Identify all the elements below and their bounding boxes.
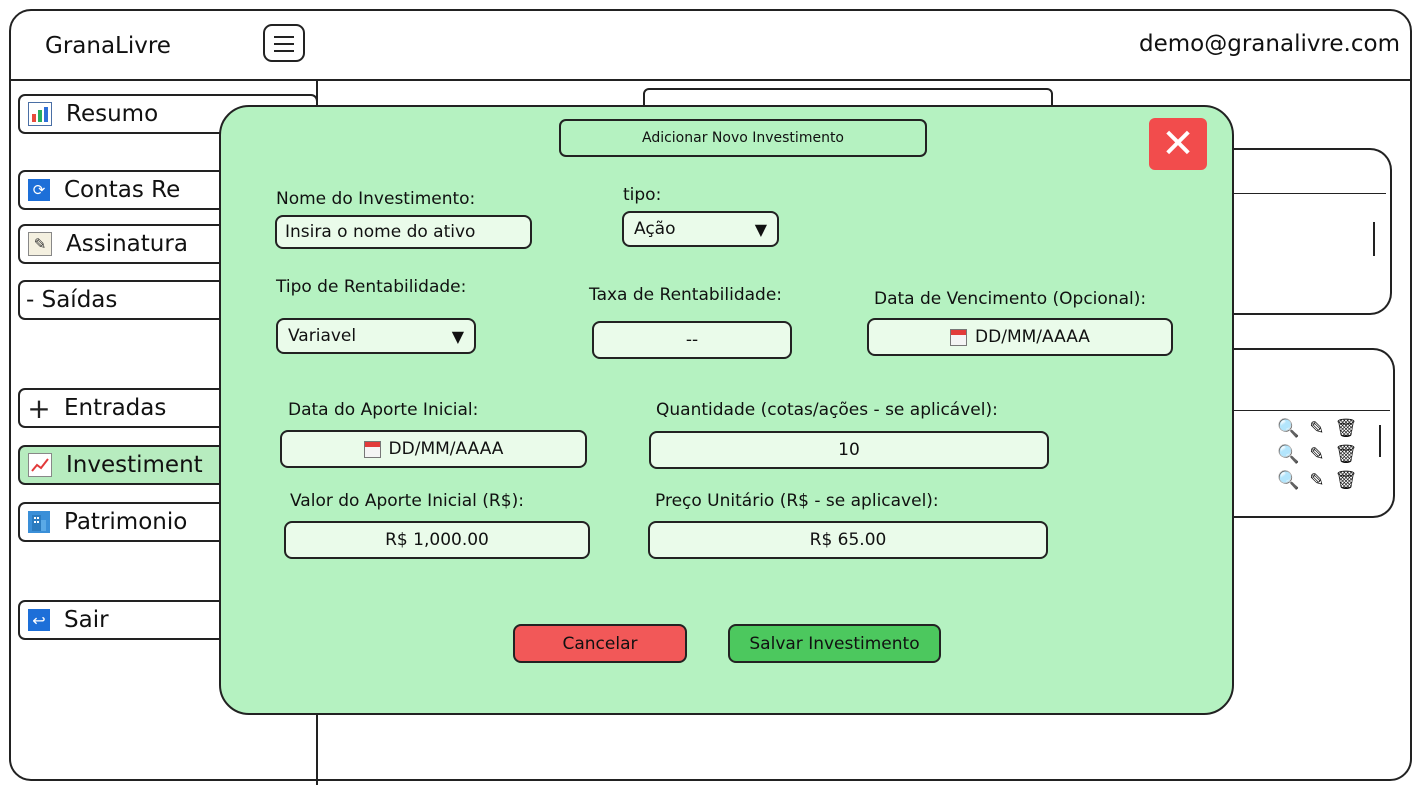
save-investment-button[interactable]: Salvar Investimento: [728, 624, 941, 663]
sidebar-item-label: Resumo: [66, 101, 159, 127]
search-icon[interactable]: 🔍: [1277, 418, 1300, 439]
edit-icon[interactable]: ✎: [1309, 470, 1325, 491]
close-icon: ✕: [1161, 121, 1195, 167]
summary-card-divider: [1234, 193, 1386, 194]
sidebar-item-label: Assinatura: [66, 231, 188, 257]
name-label: Nome do Investimento:: [276, 189, 476, 209]
initial-value-input[interactable]: R$ 1,000.00: [284, 521, 590, 559]
yield-type-label: Tipo de Rentabilidade:: [276, 277, 467, 297]
table-row: 🔍 ✎ 🗑: [1277, 470, 1357, 491]
bar-chart-icon: [28, 102, 52, 126]
sidebar-item-label: Patrimonio: [64, 509, 188, 535]
summary-scrollbar[interactable]: [1373, 222, 1375, 256]
cancel-button[interactable]: Cancelar: [513, 624, 687, 663]
initial-date-input[interactable]: DD/MM/AAAA: [280, 430, 587, 468]
calendar-icon: [363, 440, 381, 458]
add-investment-modal: Adicionar Novo Investimento ✕ Nome do In…: [219, 105, 1234, 715]
header-divider: [11, 79, 1410, 81]
maturity-date-input[interactable]: DD/MM/AAAA: [867, 318, 1173, 356]
name-input[interactable]: Insira o nome do ativo: [275, 215, 532, 249]
type-select-value: Ação: [634, 219, 676, 239]
initial-date-value: DD/MM/AAAA: [388, 439, 504, 459]
edit-icon[interactable]: ✎: [1309, 418, 1325, 439]
calendar-icon: [950, 328, 968, 346]
initial-date-label: Data do Aporte Inicial:: [288, 400, 479, 420]
chevron-down-icon: ▼: [451, 326, 464, 346]
trend-chart-icon: [28, 453, 52, 477]
unit-price-label: Preço Unitário (R$ - se aplicavel):: [655, 491, 939, 511]
trash-icon[interactable]: 🗑: [1334, 470, 1358, 491]
modal-title: Adicionar Novo Investimento: [559, 119, 927, 157]
table-row: 🔍 ✎ 🗑: [1277, 444, 1357, 465]
quantity-label: Quantidade (cotas/ações - se aplicável):: [656, 400, 998, 420]
maturity-date-value: DD/MM/AAAA: [975, 327, 1090, 347]
trash-icon[interactable]: 🗑: [1334, 444, 1358, 465]
menu-icon: [274, 36, 294, 38]
maturity-date-label: Data de Vencimento (Opcional):: [874, 289, 1147, 309]
initial-value-label: Valor do Aporte Inicial (R$):: [290, 491, 524, 511]
app-title: GranaLivre: [45, 33, 171, 59]
refresh-icon: ⟳: [28, 179, 50, 201]
yield-rate-label: Taxa de Rentabilidade:: [589, 285, 783, 305]
trash-icon[interactable]: 🗑: [1334, 418, 1358, 439]
sidebar-item-label: Contas Re: [64, 177, 181, 203]
sidebar-item-label: Investiment: [66, 452, 203, 478]
sidebar-item-label: Entradas: [64, 395, 167, 421]
menu-icon-line: [274, 50, 294, 52]
search-icon[interactable]: 🔍: [1277, 470, 1300, 491]
quantity-input[interactable]: 10: [649, 431, 1049, 469]
search-icon[interactable]: 🔍: [1277, 444, 1300, 465]
yield-type-select-value: Variavel: [288, 326, 357, 346]
menu-icon-line: [274, 43, 294, 45]
table-row: 🔍 ✎ 🗑: [1277, 418, 1357, 439]
sidebar-item-label: Sair: [64, 607, 109, 633]
yield-rate-input[interactable]: --: [592, 321, 792, 359]
unit-price-input[interactable]: R$ 65.00: [648, 521, 1048, 559]
memo-icon: ✎: [28, 232, 52, 256]
return-icon: ↩: [28, 609, 50, 631]
sidebar-item-label: - Saídas: [26, 287, 118, 313]
table-header-divider: [1234, 410, 1390, 411]
yield-type-select[interactable]: Variavel ▼: [276, 318, 476, 354]
edit-icon[interactable]: ✎: [1309, 444, 1325, 465]
close-button[interactable]: ✕: [1149, 118, 1207, 170]
menu-toggle-button[interactable]: [263, 24, 305, 62]
building-icon: [28, 511, 50, 533]
plus-icon: +: [27, 391, 51, 425]
app-window: [9, 9, 1412, 781]
user-email: demo@granalivre.com: [1139, 31, 1400, 57]
chevron-down-icon: ▼: [754, 219, 767, 239]
table-scrollbar[interactable]: [1379, 425, 1381, 457]
type-label: tipo:: [623, 185, 662, 205]
type-select[interactable]: Ação ▼: [622, 211, 779, 247]
